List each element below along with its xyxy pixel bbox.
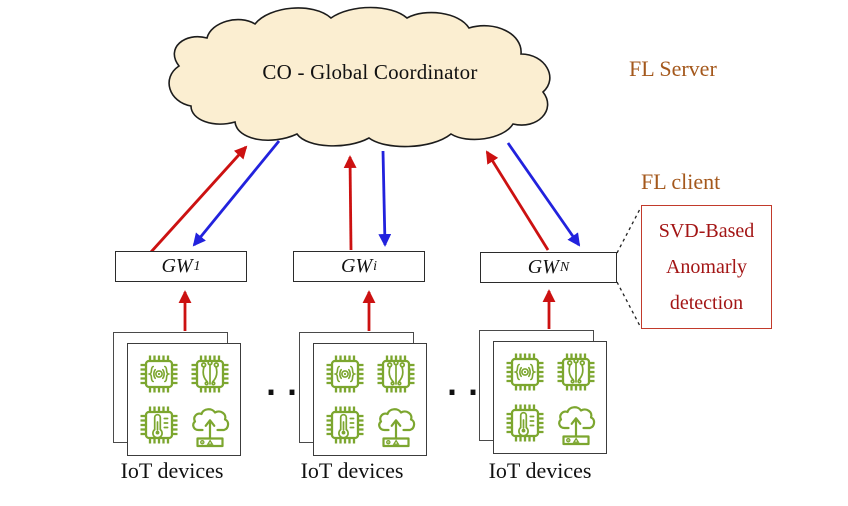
upload-arrow-gwi — [343, 155, 357, 251]
stack-front-card — [313, 343, 427, 456]
gateway-label: GW — [341, 255, 373, 277]
download-arrow-gwi — [378, 150, 392, 247]
global-coordinator-cloud — [150, 6, 612, 156]
chip-circuit-icon — [372, 350, 420, 398]
iot-stack-1 — [113, 332, 244, 460]
upload-arrow-gw1 — [149, 145, 248, 253]
download-arrow-gwn — [506, 142, 581, 247]
chip-thermometer-icon — [321, 401, 369, 449]
cloud-upload-icon — [552, 399, 600, 447]
gateway-label: GW — [161, 255, 193, 277]
upload-arrow-gwn — [485, 150, 550, 251]
svd-anomaly-detection-box: SVD-Based Anomarly detection — [641, 205, 772, 329]
chip-code-icon — [135, 350, 183, 398]
svd-line-3: detection — [669, 292, 744, 314]
chip-code-icon — [501, 348, 549, 396]
svd-line-1: SVD-Based — [658, 220, 755, 242]
iot-devices-label: IoT devices — [120, 458, 224, 483]
fl-server-label: FL Server — [629, 56, 717, 81]
stack-front-card — [493, 341, 607, 454]
iot-devices-label: IoT devices — [488, 458, 592, 483]
iot-stack-2 — [299, 332, 430, 460]
callout-line-top — [616, 206, 642, 254]
coordinator-label: CO - Global Coordinator — [262, 60, 478, 84]
chip-code-icon — [321, 350, 369, 398]
fl-client-label: FL client — [641, 169, 721, 194]
stack-front-card — [127, 343, 241, 456]
chip-thermometer-icon — [501, 399, 549, 447]
cloud-upload-icon — [372, 401, 420, 449]
iot-devices-label: IoT devices — [300, 458, 404, 483]
chip-circuit-icon — [186, 350, 234, 398]
gateway-label: GW — [527, 256, 559, 278]
chip-circuit-icon — [552, 348, 600, 396]
chip-thermometer-icon — [135, 401, 183, 449]
cloud-shape-icon — [168, 6, 551, 148]
svd-line-2: Anomarly — [665, 256, 748, 278]
cloud-upload-icon — [186, 401, 234, 449]
download-arrow-gw1 — [192, 140, 281, 247]
callout-line-bottom — [616, 281, 642, 329]
iot-stack-3 — [479, 330, 610, 458]
